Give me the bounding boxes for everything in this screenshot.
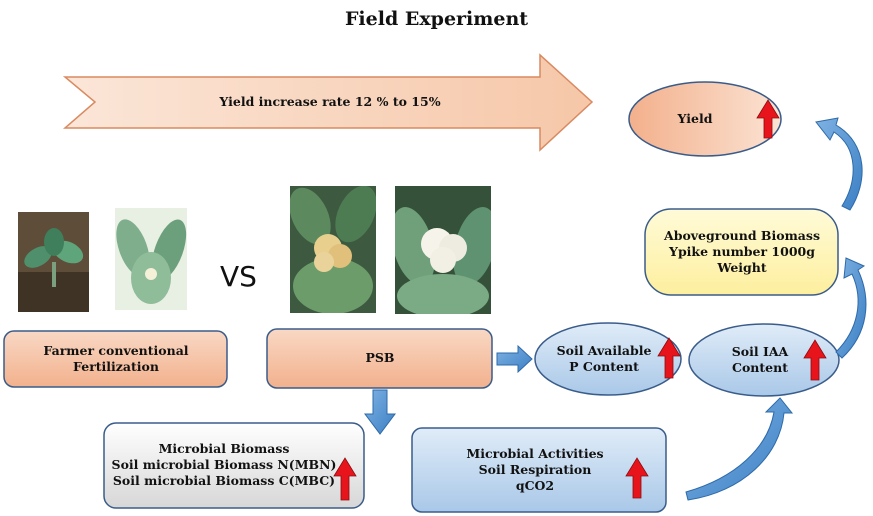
seedling-photo xyxy=(18,212,89,312)
microbial-activities-node xyxy=(411,427,667,513)
yield-node xyxy=(628,81,782,157)
soil-p-text: Soil Available P Content xyxy=(548,340,660,378)
increase-arrow-icon xyxy=(756,99,780,139)
soil-p-node xyxy=(534,322,682,396)
yellow-cauliflower-photo xyxy=(290,186,376,313)
farmer-fertilization-node xyxy=(3,330,228,388)
soil-iaa-text: Soil IAA Content xyxy=(715,341,805,379)
microbial-activities-text: Microbial Activities Soil Respiration qC… xyxy=(450,441,620,499)
yield-text: Yield xyxy=(645,108,745,130)
psb-to-soil-p-arrow xyxy=(496,344,533,374)
microbial-activities-line-2: Soil Respiration xyxy=(478,462,592,477)
farmer-line-1: Farmer conventional xyxy=(43,343,189,358)
microbial-biomass-line-2: Soil microbial Biomass N(MBN) xyxy=(111,457,337,472)
iaa-to-aboveground-arrow xyxy=(835,257,867,359)
young-cauliflower-photo xyxy=(115,208,187,310)
aboveground-line-3: Weight xyxy=(717,260,767,275)
aboveground-text: Aboveground Biomass Ypike number 1000g W… xyxy=(648,222,836,282)
microbial-biomass-node xyxy=(103,422,365,509)
farmer-text: Farmer conventional Fertilization xyxy=(8,336,224,382)
banner-text: Yield increase rate 12 % to 15% xyxy=(160,90,500,114)
psb-node xyxy=(266,328,493,389)
vs-label: VS xyxy=(220,260,257,293)
microbial-biomass-text: Microbial Biomass Soil microbial Biomass… xyxy=(108,436,340,494)
microbial-biomass-line-1: Microbial Biomass xyxy=(158,441,290,456)
soil-iaa-line-2: Content xyxy=(732,360,788,375)
psb-to-microbial-biomass-arrow xyxy=(364,389,396,435)
soil-iaa-node xyxy=(688,323,840,397)
soil-p-line-1: Soil Available xyxy=(556,343,652,358)
psb-text: PSB xyxy=(270,333,490,383)
banner-arrow xyxy=(62,53,594,152)
farmer-line-2: Fertilization xyxy=(73,359,159,374)
yield-label: Yield xyxy=(677,111,713,126)
increase-arrow-icon xyxy=(625,457,649,499)
aboveground-line-2: Ypike number 1000g xyxy=(669,244,815,259)
soil-iaa-line-1: Soil IAA xyxy=(731,344,789,359)
aboveground-biomass-node xyxy=(644,208,839,296)
aboveground-to-yield-arrow xyxy=(815,117,863,211)
soil-p-line-2: P Content xyxy=(569,359,639,374)
banner-label: Yield increase rate 12 % to 15% xyxy=(219,94,441,109)
microbial-activities-line-3: qCO2 xyxy=(515,478,555,493)
activities-to-iaa-arrow xyxy=(685,397,794,501)
white-cauliflower-photo xyxy=(395,186,491,314)
increase-arrow-icon xyxy=(333,457,357,501)
microbial-activities-line-1: Microbial Activities xyxy=(466,446,604,461)
increase-arrow-icon xyxy=(657,337,681,379)
aboveground-line-1: Aboveground Biomass xyxy=(664,228,820,243)
increase-arrow-icon xyxy=(803,339,827,381)
psb-label: PSB xyxy=(365,350,395,365)
diagram-title: Field Experiment xyxy=(344,8,529,30)
microbial-biomass-line-3: Soil microbial Biomass C(MBC) xyxy=(112,473,336,488)
